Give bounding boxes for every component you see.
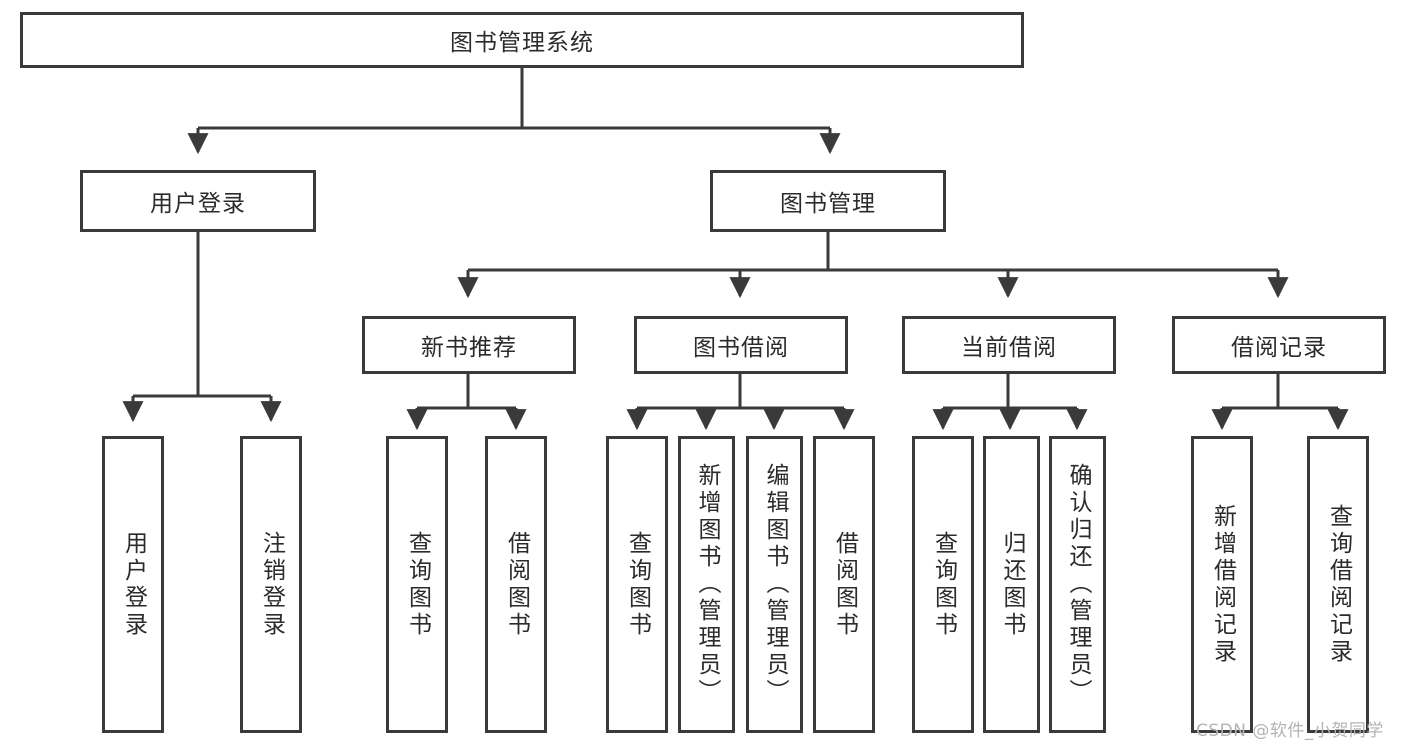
node-label: 查询借阅记录 (1325, 503, 1352, 666)
node-label: 用户登录 (150, 191, 246, 217)
node-user-login[interactable]: 用户登录 (80, 170, 316, 232)
node-leaf-add-book[interactable]: 新增图书（管理员） (678, 436, 735, 733)
node-book-management[interactable]: 图书管理 (710, 170, 946, 232)
node-leaf-logout-login[interactable]: 注销登录 (240, 436, 302, 733)
node-borrow-record[interactable]: 借阅记录 (1172, 316, 1386, 374)
node-current-borrow[interactable]: 当前借阅 (902, 316, 1116, 374)
node-label: 新增图书（管理员） (694, 463, 720, 706)
node-label: 图书管理系统 (450, 30, 594, 56)
node-leaf-borrow-book-1[interactable]: 借阅图书 (485, 436, 547, 733)
node-label: 查询图书 (930, 530, 957, 639)
node-label: 用户登录 (120, 530, 147, 639)
node-leaf-query-book-3[interactable]: 查询图书 (912, 436, 974, 733)
node-leaf-return-book[interactable]: 归还图书 (983, 436, 1040, 733)
node-label: 归还图书 (999, 530, 1025, 639)
node-label: 借阅记录 (1231, 335, 1327, 361)
node-new-book-recommend[interactable]: 新书推荐 (362, 316, 576, 374)
node-label: 新书推荐 (421, 335, 517, 361)
node-label: 编辑图书（管理员） (762, 463, 788, 706)
node-label: 图书借阅 (693, 335, 789, 361)
node-leaf-add-borrow-record[interactable]: 新增借阅记录 (1191, 436, 1253, 733)
node-label: 新增借阅记录 (1209, 503, 1236, 666)
node-label: 借阅图书 (831, 530, 858, 639)
csdn-watermark: CSDN @软件_小贺同学 (1196, 721, 1384, 741)
node-leaf-query-borrow-record[interactable]: 查询借阅记录 (1307, 436, 1369, 733)
node-label: 查询图书 (624, 530, 651, 639)
node-label: 确认归还（管理员） (1065, 463, 1091, 706)
node-leaf-confirm-return[interactable]: 确认归还（管理员） (1049, 436, 1106, 733)
node-book-management-system[interactable]: 图书管理系统 (20, 12, 1024, 68)
node-label: 注销登录 (258, 530, 285, 639)
node-label: 图书管理 (780, 191, 876, 217)
node-leaf-user-login[interactable]: 用户登录 (102, 436, 164, 733)
node-label: 当前借阅 (961, 335, 1057, 361)
node-label: 查询图书 (404, 530, 431, 639)
node-leaf-query-book-1[interactable]: 查询图书 (386, 436, 448, 733)
node-book-borrow[interactable]: 图书借阅 (634, 316, 848, 374)
node-label: 借阅图书 (503, 530, 530, 639)
node-leaf-query-book-2[interactable]: 查询图书 (606, 436, 668, 733)
node-leaf-borrow-book-2[interactable]: 借阅图书 (813, 436, 875, 733)
node-leaf-edit-book[interactable]: 编辑图书（管理员） (746, 436, 803, 733)
